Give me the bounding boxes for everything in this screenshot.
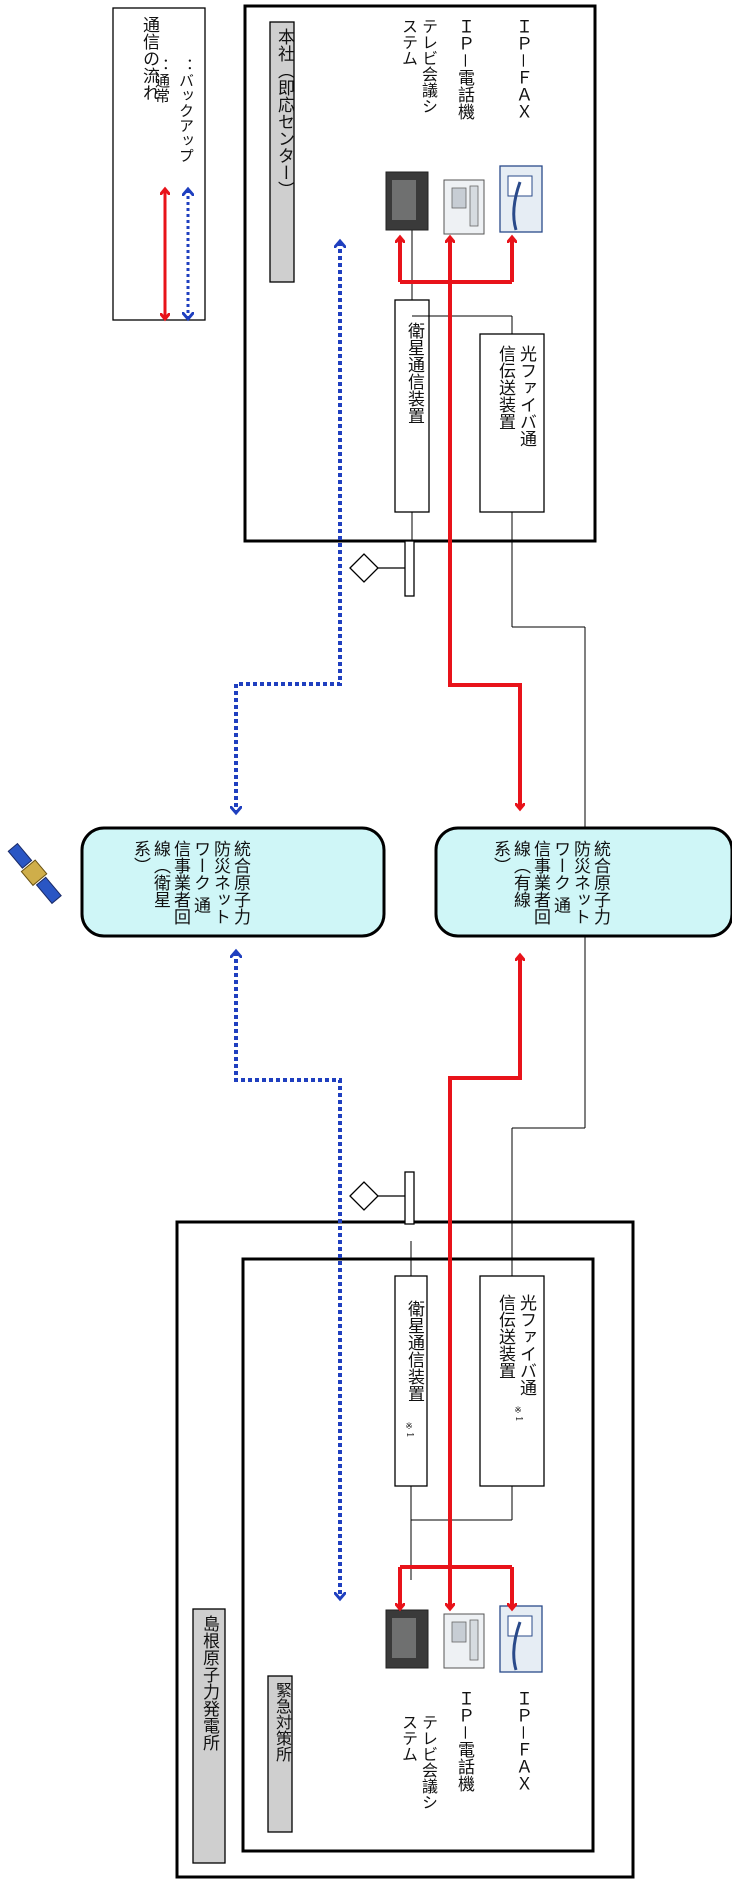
- plant-antenna-icon: [349, 1171, 415, 1225]
- plant-satellite-device-box: [394, 1275, 428, 1487]
- plant-satellite-device-label: 衛星通信装置: [404, 1300, 424, 1402]
- head-office-phone-icon: [443, 179, 485, 235]
- plant-fax-icon: [499, 1605, 543, 1673]
- normal-flow-path: [400, 238, 520, 1608]
- plant-ip-fax-label: ＩＰ－ＦＡＸ: [512, 1690, 532, 1792]
- legend-backup-label: ：バックアップ: [177, 58, 195, 163]
- emergency-office-title-box: [267, 1675, 293, 1833]
- legend-normal-label: ：通常: [153, 58, 171, 103]
- head-office-antenna-icon: [349, 540, 415, 597]
- backup-flow-path: [236, 242, 340, 1598]
- head-office-tv-icon: [385, 171, 429, 231]
- plant-fiber-device-label: 光ファイバ通信伝送装置: [495, 1294, 536, 1396]
- wired-network-label: 統合原子力防災ネットワーク 通信事業者回線（有線系）: [490, 840, 610, 925]
- head-office-title-box: [269, 21, 295, 283]
- head-office-fiber-device-label: 光ファイバ通信伝送装置: [495, 345, 536, 447]
- plant-tv-icon: [385, 1609, 429, 1669]
- emergency-office-title: 緊急対策所: [273, 1682, 292, 1762]
- satellite-icon: [7, 842, 62, 905]
- head-office-tv-label: テレビ会議システム: [399, 18, 438, 114]
- plant-title-box: [192, 1608, 226, 1864]
- plant-tv-label: テレビ会議システム: [399, 1714, 438, 1810]
- plant-phone-icon: [443, 1613, 485, 1669]
- plant-title: 島根原子力発電所: [199, 1615, 219, 1751]
- head-office-fax-icon: [499, 165, 543, 233]
- satellite-network-box: [80, 826, 386, 938]
- head-office-satellite-device-label: 衛星通信装置: [404, 322, 424, 424]
- head-office-satellite-device-box: [394, 299, 430, 513]
- plant-satellite-device-footnote: ※1: [404, 1422, 414, 1438]
- plant-fiber-device-box: [479, 1275, 545, 1487]
- legend-title: 通信の流れ: [139, 16, 159, 101]
- plant-fiber-device-footnote: ※1: [513, 1406, 523, 1422]
- head-office-ip-fax-label: ＩＰ－ＦＡＸ: [512, 18, 532, 120]
- satellite-network-label: 統合原子力防災ネットワーク 通信事業者回線（衛星系）: [130, 840, 250, 925]
- plant-ip-phone-label: ＩＰ－電話機: [454, 1690, 474, 1792]
- wired-network-box: [434, 826, 732, 938]
- head-office-title: 本社（即応センター）: [274, 28, 294, 198]
- head-office-fiber-device-box: [479, 333, 545, 513]
- head-office-ip-phone-label: ＩＰ－電話機: [454, 18, 474, 120]
